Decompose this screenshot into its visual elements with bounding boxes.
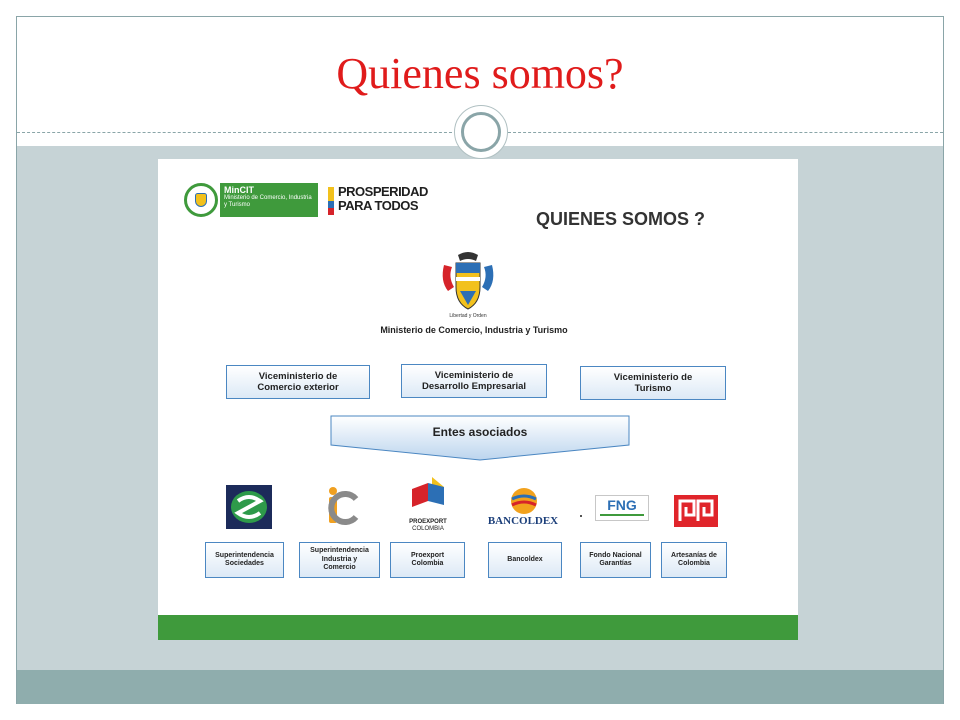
embedded-green-footer-bar [158,615,798,640]
ministry-label: Ministerio de Comercio, Industria y Turi… [380,325,568,335]
entity-fng-box: Fondo Nacional Garantías [580,542,651,578]
proexport-wordmark: PROEXPORT COLOMBIA [406,519,450,533]
vice-box-line-2: Desarrollo Empresarial [421,381,527,392]
entity-line-1: Proexport [410,551,445,559]
prosperidad-line-2: PARA TODOS [338,198,418,213]
fng-underline [600,514,644,516]
prosperidad-text: PROSPERIDAD PARA TODOS [338,185,428,213]
fng-logo: FNG [595,495,649,521]
entity-line-2: Colombia [678,560,710,567]
entity-line-3: Comercio [323,564,356,572]
prosperidad-line-1: PROSPERIDAD [338,184,428,199]
entes-asociados-arrow-banner [330,415,630,461]
mincit-subtitle: Ministerio de Comercio, Industria y Turi… [224,195,312,208]
entity-bancoldex-box: Bancoldex [488,542,562,578]
entity-line-2: Industria y [321,555,358,563]
entity-line-1: Fondo Nacional [589,551,642,559]
slide-title: Quienes somos? [336,49,624,98]
coat-caption: Libertad y Orden [449,313,487,319]
title-divider-left [17,132,457,133]
entity-line-2: Garantías [599,560,632,567]
artesanias-logo-icon [674,495,718,527]
prosperidad-logo: PROSPERIDAD PARA TODOS [328,185,448,217]
title-divider-right [508,132,943,133]
entity-line-2: Sociedades [225,560,264,567]
proexport-logo-icon [412,477,444,507]
entes-asociados-label: Entes asociados [432,425,528,439]
embedded-heading: QUIENES SOMOS ? [536,209,706,229]
fng-wordmark: FNG [607,497,637,513]
entity-line-2: Colombia [411,560,444,567]
divider-circle-ring [461,112,501,152]
entity-line-1: Bancoldex [507,555,543,563]
entity-line-1: Artesanías de [671,551,717,559]
proexport-wordmark-line-1: PROEXPORT [409,519,447,525]
mincit-seal-icon [184,183,218,217]
entity-artesanias-box: Artesanías de Colombia [661,542,727,578]
supersociedades-logo-icon [226,485,272,529]
bancoldex-globe-icon [511,488,537,514]
entity-line-1: Superintendencia [215,551,274,559]
vice-box-line-1: Viceministerio de [434,370,514,381]
entity-superindustria-box: Superintendencia Industria y Comercio [299,542,380,578]
supertintendencia-industria-logo-icon [328,487,359,525]
vice-box-line-2: Comercio exterior [257,382,339,393]
vice-ministry-turismo-box: Viceministerio de Turismo [580,366,726,400]
vice-box-line-2: Turismo [634,383,672,394]
entity-line-1: Superintendencia [310,547,369,555]
vice-box-line-1: Viceministerio de [613,372,693,383]
vice-ministry-comercio-exterior-box: Viceministerio de Comercio exterior [226,365,370,399]
mincit-title: MinCIT [224,185,254,195]
embedded-org-chart-image: MinCIT Ministerio de Comercio, Industria… [158,159,798,640]
footer-band [17,670,943,704]
mincit-label-box: MinCIT Ministerio de Comercio, Industria… [220,183,318,217]
entity-supersociedades-box: Superintendencia Sociedades [205,542,284,578]
vice-ministry-desarrollo-empresarial-box: Viceministerio de Desarrollo Empresarial [401,364,547,398]
colombia-flag-stripe-icon [328,187,334,215]
proexport-wordmark-line-2: COLOMBIA [412,526,444,532]
colombia-coat-of-arms-icon [442,252,494,310]
stray-dot [580,515,582,517]
vice-box-line-1: Viceministerio de [258,371,338,382]
entity-proexport-box: Proexport Colombia [390,542,465,578]
bancoldex-wordmark: BANCOLDEX [487,515,559,527]
mincit-logo: MinCIT Ministerio de Comercio, Industria… [184,183,318,219]
